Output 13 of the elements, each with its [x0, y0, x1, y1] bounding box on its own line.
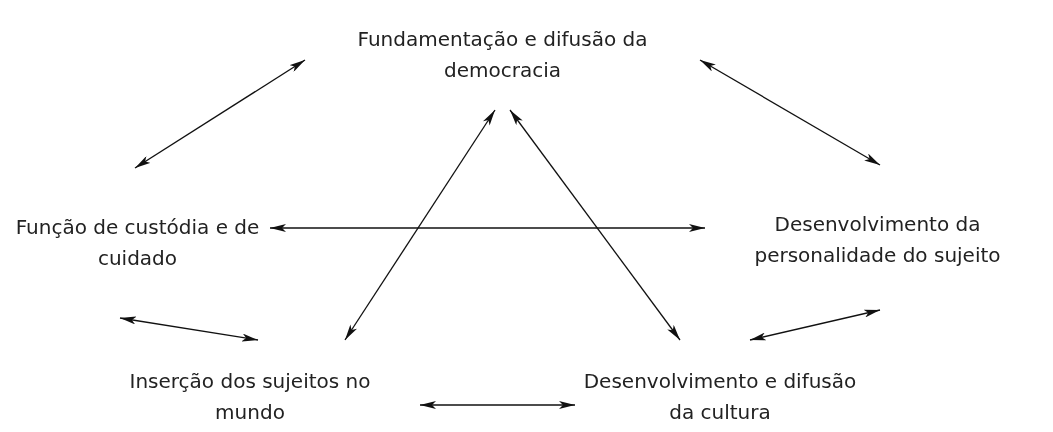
double-arrow [699, 59, 881, 166]
double-arrow [509, 109, 681, 341]
node-label: Fundamentação e difusão da democracia [356, 26, 649, 84]
double-arrow [344, 109, 496, 341]
node-label: Desenvolvimento da personalidade do sujeito [753, 211, 1002, 269]
double-arrow [119, 316, 259, 342]
double-arrow [419, 401, 576, 409]
node-label: Função de custódia e de cuidado [14, 214, 261, 272]
double-arrow [134, 59, 306, 169]
node-label: Desenvolvimento e difusão da cultura [582, 368, 858, 426]
double-arrow [749, 309, 881, 341]
node-label: Inserção dos sujeitos no mundo [128, 368, 372, 426]
double-arrow [269, 224, 706, 232]
